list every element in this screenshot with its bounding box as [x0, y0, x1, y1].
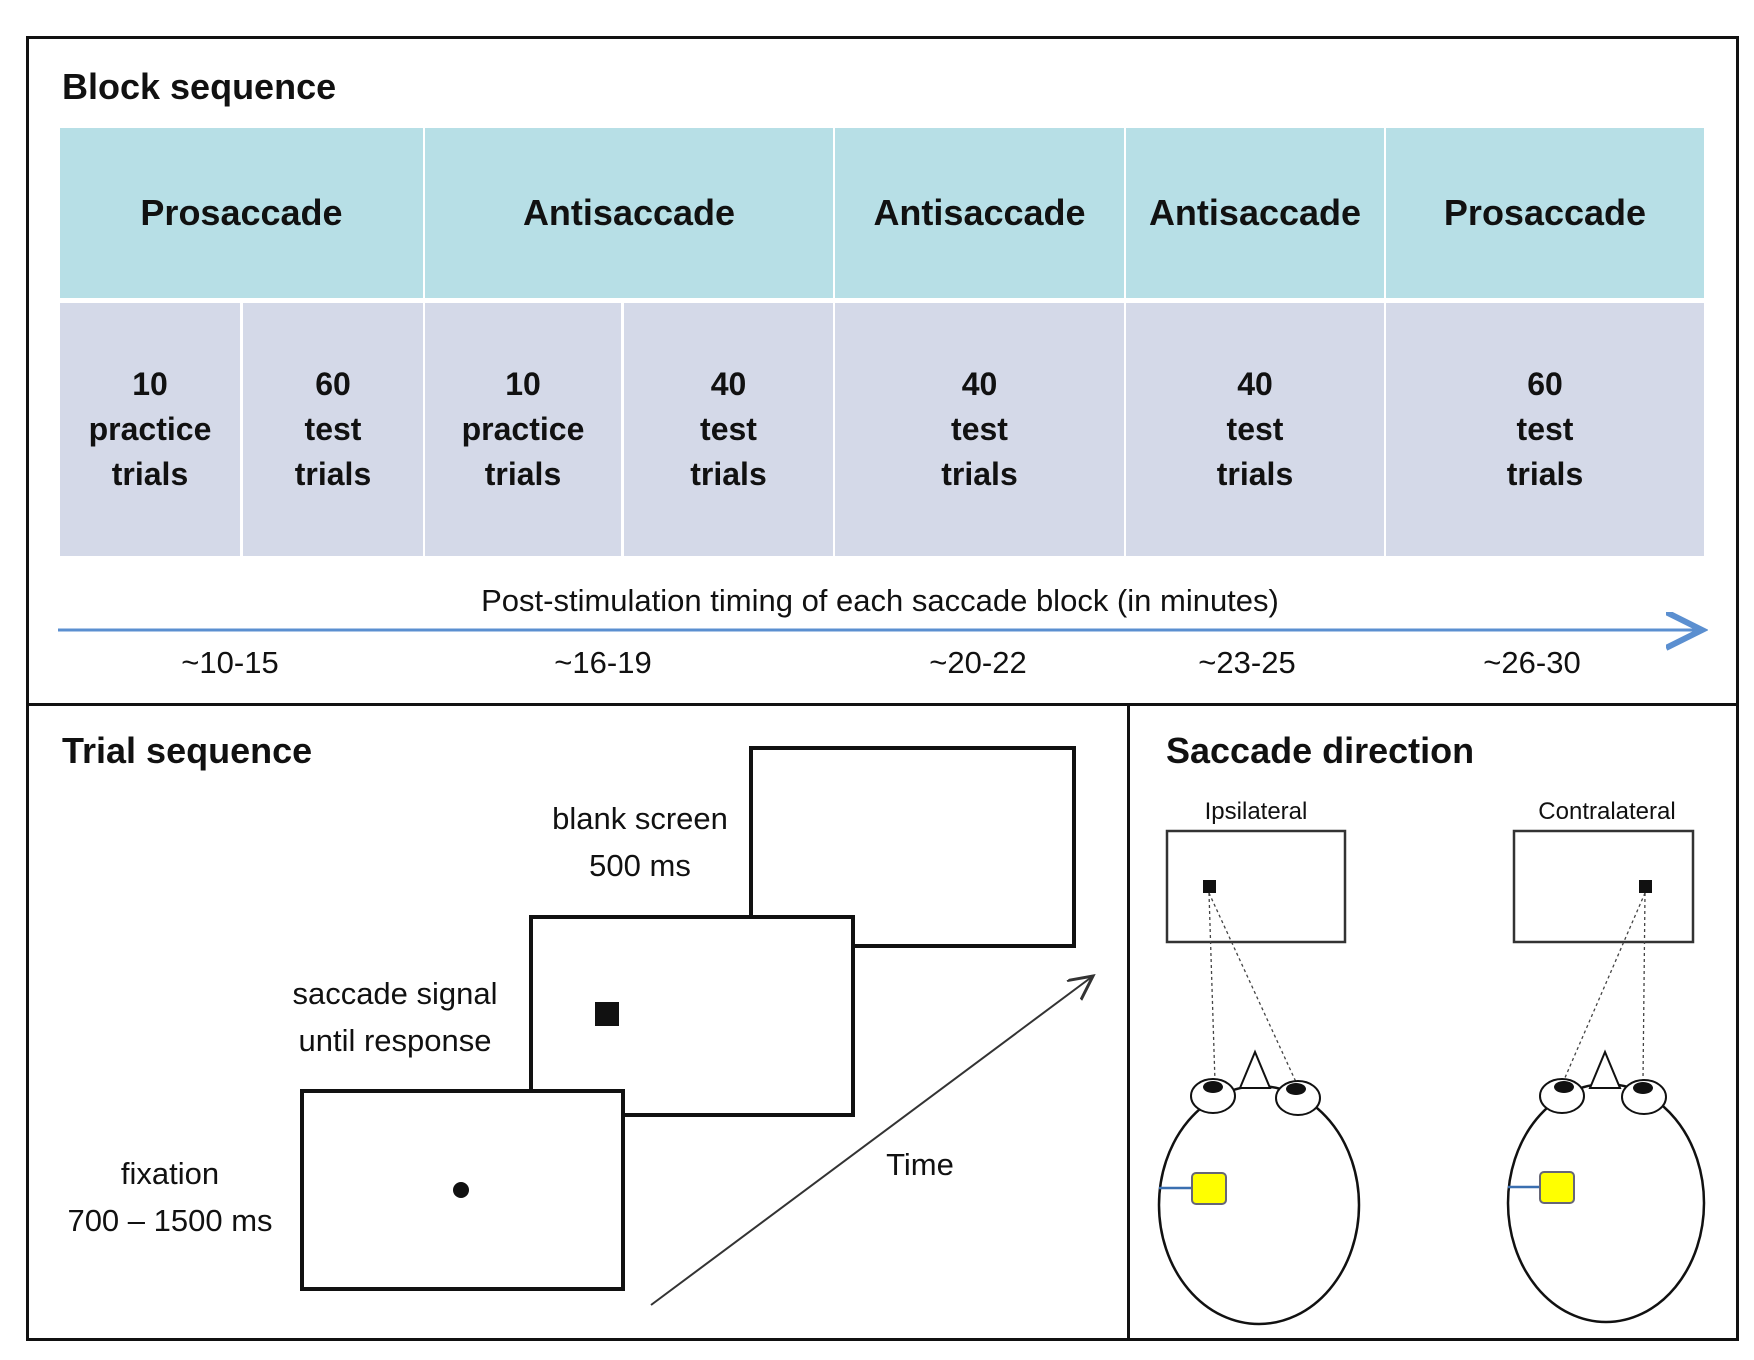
ipsilateral-stim-site: [1191, 1172, 1227, 1205]
timeline-caption: Post-stimulation timing of each saccade …: [481, 583, 1279, 618]
saccade-direction-panel: [1127, 703, 1739, 1341]
fixation-dot: [453, 1182, 469, 1198]
subblock-2: 60 test trials: [243, 303, 423, 556]
saccade-direction-title: Saccade direction: [1166, 730, 1475, 771]
condition-prosaccade-2: Prosaccade: [1386, 128, 1704, 298]
saccade-signal-square: [595, 1002, 619, 1026]
ipsilateral-nose: [1238, 1049, 1272, 1089]
time-label: Time: [886, 1147, 954, 1182]
blank-screen-box: [749, 746, 1076, 948]
fixation-label: fixation 700 – 1500 ms: [67, 1156, 273, 1238]
ipsilateral-target: [1203, 880, 1216, 893]
saccade-signal-label: saccade signal until response: [292, 976, 498, 1058]
timing-2: ~16-19: [554, 645, 652, 680]
contralateral-screen: [1512, 829, 1695, 944]
ipsilateral-screen: [1165, 829, 1347, 944]
ipsilateral-label: Ipsilateral: [1204, 798, 1308, 825]
contralateral-nose: [1588, 1049, 1622, 1089]
contralateral-target: [1639, 880, 1652, 893]
subblock-4: 40 test trials: [624, 303, 833, 556]
condition-antisaccade-3: Antisaccade: [1126, 128, 1384, 298]
blank-screen-label: blank screen 500 ms: [552, 801, 728, 883]
subblock-3: 10 practice trials: [425, 303, 621, 556]
contralateral-label: Contralateral: [1538, 798, 1676, 825]
contralateral-eye-right: [1621, 1079, 1667, 1115]
subblock-6: 40 test trials: [1126, 303, 1384, 556]
condition-prosaccade-1: Prosaccade: [60, 128, 423, 298]
timing-3: ~20-22: [929, 645, 1027, 680]
condition-antisaccade-1: Antisaccade: [425, 128, 833, 298]
condition-antisaccade-2: Antisaccade: [835, 128, 1124, 298]
time-arrow: [650, 976, 1093, 1306]
timing-5: ~26-30: [1483, 645, 1581, 680]
timing-4: ~23-25: [1198, 645, 1296, 680]
subblock-5: 40 test trials: [835, 303, 1124, 556]
contralateral-head: [1506, 1082, 1706, 1324]
saccade-signal-box: [529, 915, 855, 1117]
subblock-1: 10 practice trials: [60, 303, 240, 556]
ipsilateral-diagram: [1157, 829, 1361, 1326]
contralateral-stim-site: [1539, 1171, 1575, 1204]
trial-sequence-title: Trial sequence: [62, 730, 313, 771]
ipsilateral-head: [1157, 1084, 1361, 1326]
subblock-7: 60 test trials: [1386, 303, 1704, 556]
timing-1: ~10-15: [181, 645, 279, 680]
contralateral-diagram: [1506, 829, 1706, 1324]
ipsilateral-eye-left: [1190, 1078, 1236, 1114]
block-sequence-title: Block sequence: [62, 66, 337, 107]
